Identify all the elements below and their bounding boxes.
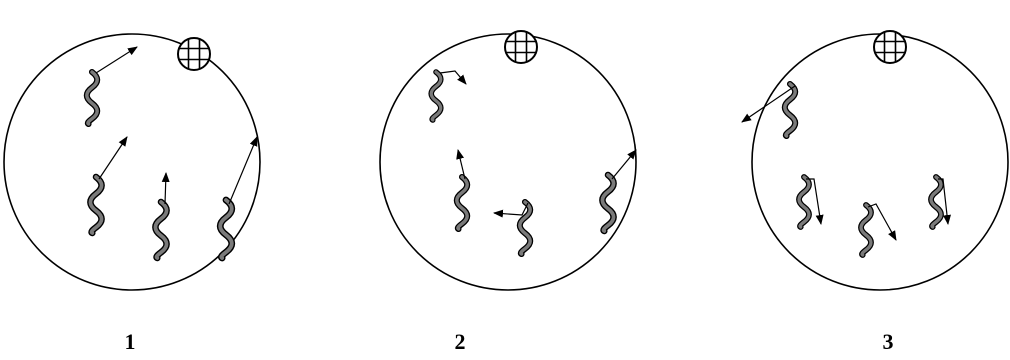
worm-icon: [457, 177, 467, 229]
worm-icon: [431, 72, 441, 120]
arrow-icon: [165, 173, 166, 204]
panel-3: [742, 31, 1008, 290]
worm-icon: [931, 177, 941, 227]
worm-icon: [861, 205, 871, 255]
panel-label-1: 1: [110, 331, 150, 353]
worm-icon: [220, 200, 232, 258]
arrow-icon: [99, 137, 127, 179]
grid-circle-icon: [505, 31, 537, 63]
arrow-icon: [494, 203, 528, 215]
grid-circle-icon: [178, 38, 210, 70]
panel-label-2: 2: [440, 331, 480, 353]
arrow-icon: [229, 137, 257, 204]
grid-circle-icon: [874, 31, 906, 63]
panel-2: [380, 31, 636, 290]
panel-label-3: 3: [868, 331, 908, 353]
figure-canvas: [0, 0, 1010, 325]
arrow-icon: [440, 71, 466, 84]
worm-icon: [799, 177, 809, 227]
worm-icon: [90, 177, 101, 233]
worm-icon: [602, 175, 613, 231]
dish-boundary-2: [380, 34, 636, 290]
arrow-icon: [612, 150, 636, 179]
panel-1: [4, 34, 260, 290]
arrow-icon: [96, 47, 137, 73]
dish-boundary-3: [752, 34, 1008, 290]
worm-icon: [87, 72, 97, 124]
worm-icon: [155, 202, 166, 258]
